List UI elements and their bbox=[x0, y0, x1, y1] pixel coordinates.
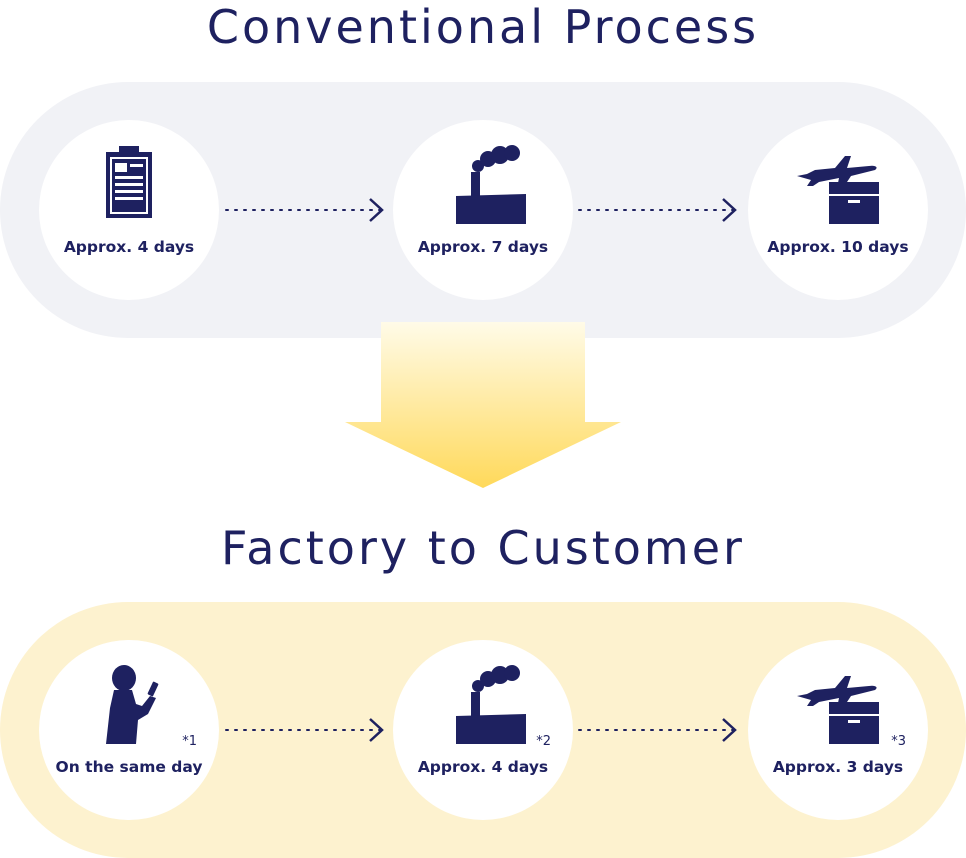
person-phone-icon bbox=[84, 664, 174, 744]
factory-to-customer-title: Factory to Customer bbox=[221, 521, 745, 575]
step-duration-label: Approx. 7 days bbox=[417, 238, 549, 256]
conventional-step-manufacturing: Approx. 7 days bbox=[393, 120, 573, 300]
conventional-process-title: Conventional Process bbox=[206, 0, 760, 54]
conventional-step-shipping: Approx. 10 days bbox=[748, 120, 928, 300]
transition-down-arrow bbox=[345, 322, 621, 488]
clipboard-icon bbox=[84, 144, 174, 224]
step-duration-label: On the same day bbox=[55, 758, 203, 776]
f2c-step-order: *1 On the same day bbox=[39, 640, 219, 820]
step-duration-label: Approx. 3 days bbox=[772, 758, 904, 776]
f2c-step-manufacturing: *2 Approx. 4 days bbox=[393, 640, 573, 820]
footnote-marker: *3 bbox=[891, 734, 906, 749]
step-duration-label: Approx. 4 days bbox=[417, 758, 549, 776]
dotted-arrow-connector bbox=[222, 715, 387, 745]
airplane-box-icon bbox=[793, 664, 883, 744]
conventional-step-order: Approx. 4 days bbox=[39, 120, 219, 300]
dotted-arrow-connector bbox=[222, 195, 387, 225]
step-duration-label: Approx. 4 days bbox=[63, 238, 195, 256]
f2c-step-shipping: *3 Approx. 3 days bbox=[748, 640, 928, 820]
factory-icon bbox=[438, 144, 528, 224]
factory-icon bbox=[438, 664, 528, 744]
airplane-box-icon bbox=[793, 144, 883, 224]
dotted-arrow-connector bbox=[575, 195, 740, 225]
footnote-marker: *2 bbox=[536, 734, 551, 749]
dotted-arrow-connector bbox=[575, 715, 740, 745]
footnote-marker: *1 bbox=[182, 734, 197, 749]
step-duration-label: Approx. 10 days bbox=[767, 238, 909, 256]
